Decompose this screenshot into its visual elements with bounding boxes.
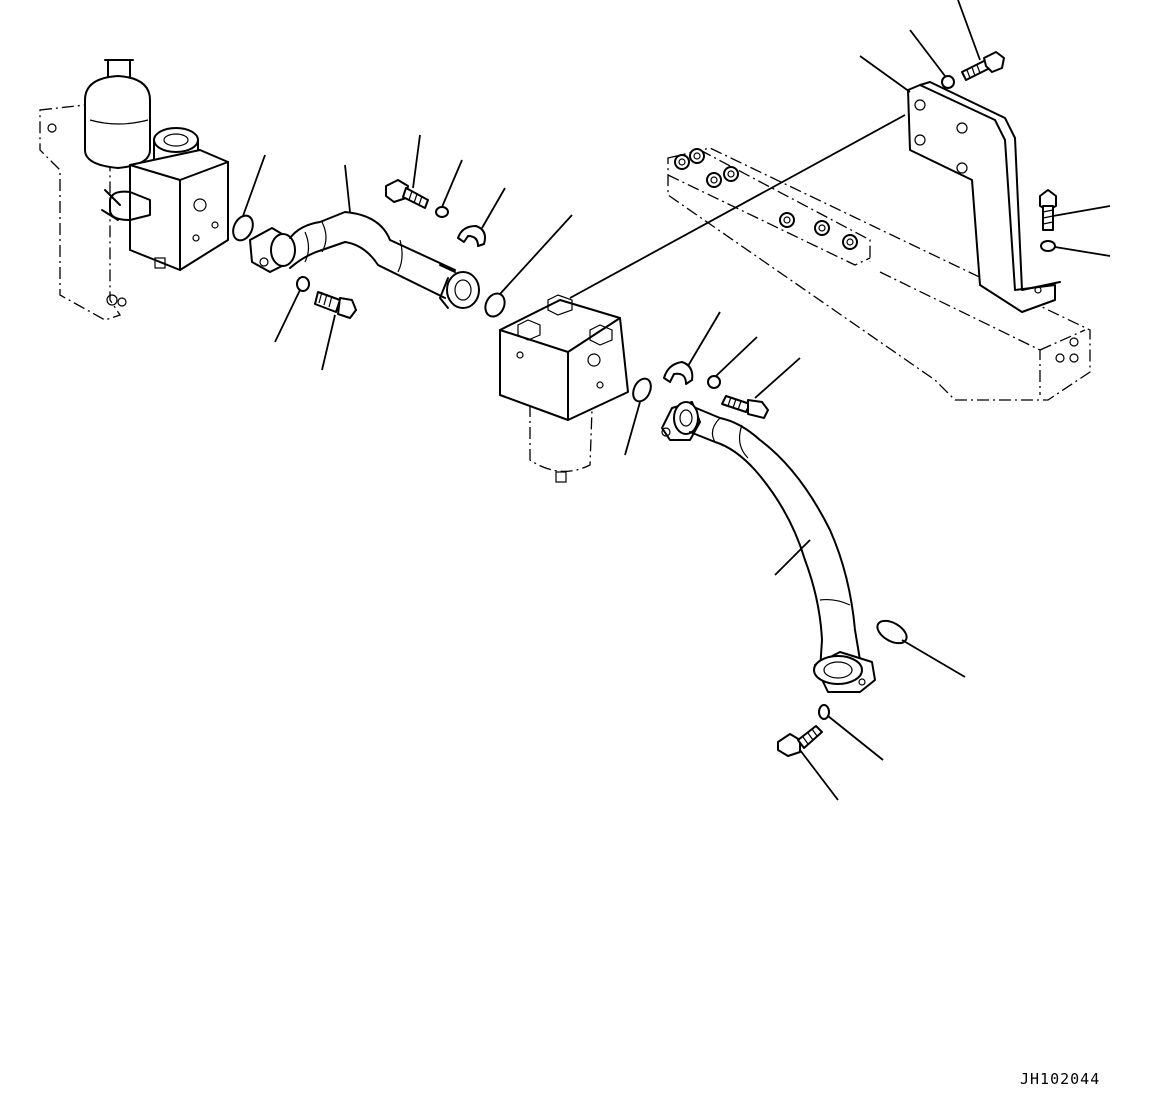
callout-leader-line <box>715 336 758 377</box>
callout-leader-line <box>274 289 301 343</box>
l-bracket <box>907 81 1061 313</box>
callout-leader-line <box>909 29 946 77</box>
callout-leader-line <box>859 55 911 93</box>
washer <box>435 206 449 218</box>
split-flange-clamp <box>663 361 694 385</box>
washer <box>1040 240 1056 252</box>
callout-leader-line <box>687 311 721 367</box>
washer <box>707 375 721 389</box>
callout-leader-line <box>412 134 421 189</box>
callout-leader-line <box>1052 205 1111 217</box>
callout-leader-line <box>774 539 811 576</box>
callout-leader-line <box>569 114 906 299</box>
bolt-head <box>674 148 858 250</box>
bolt <box>961 51 1005 81</box>
washer <box>296 276 310 292</box>
center-filter-assembly <box>499 294 629 483</box>
o-ring <box>632 377 652 403</box>
callout-leader-line <box>827 715 884 761</box>
washer <box>818 704 830 720</box>
bolt <box>314 291 357 319</box>
callout-leader-line <box>321 314 336 371</box>
callout-leader-line <box>799 749 839 801</box>
callout-leader-line <box>344 164 351 213</box>
o-ring <box>876 619 908 645</box>
o-ring <box>232 214 254 242</box>
callout-leader-line <box>481 187 506 229</box>
drawing-id: JH102044 <box>1020 1070 1101 1088</box>
callout-leader-line <box>1054 246 1111 257</box>
o-ring <box>484 292 506 318</box>
washer <box>941 75 955 89</box>
bolt <box>777 725 823 757</box>
bolt <box>1039 189 1057 231</box>
split-flange-clamp <box>457 225 486 247</box>
callout-leader-line <box>624 401 641 456</box>
bolt <box>721 395 769 419</box>
callout-leader-line <box>754 357 801 399</box>
callout-leader-line <box>441 159 463 208</box>
upper-hose <box>249 211 480 309</box>
callout-leader-line <box>242 154 266 217</box>
callout-leader-line <box>499 214 573 295</box>
frame-beam <box>667 147 1091 401</box>
bolt <box>385 179 429 209</box>
left-valve-assembly <box>39 59 229 321</box>
callout-leader-line <box>957 0 981 61</box>
callout-leader-line <box>901 639 966 678</box>
lower-hose <box>661 401 876 693</box>
